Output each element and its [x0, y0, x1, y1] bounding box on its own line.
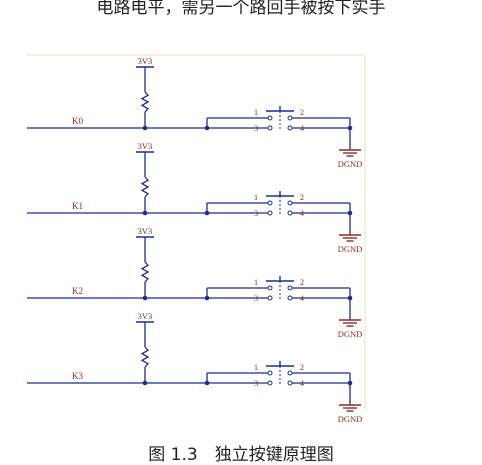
pin-label: 1	[254, 108, 258, 117]
power-label: 3V3	[138, 311, 153, 321]
pullup-resistor	[140, 91, 150, 113]
pin-label: 1	[254, 363, 258, 372]
ground-label: DGND	[338, 159, 363, 169]
pin-label: 1	[254, 193, 258, 202]
ground-label: DGND	[338, 244, 363, 254]
ground-symbol: DGND	[338, 213, 363, 254]
ground-label: DGND	[338, 414, 363, 424]
power-label: 3V3	[138, 56, 153, 66]
power-label: 3V3	[138, 226, 153, 236]
pullup-resistor	[140, 261, 150, 283]
pin-label: 4	[300, 379, 304, 388]
ground-symbol: DGND	[338, 383, 363, 424]
switch-contact	[267, 285, 273, 291]
pin-label: 3	[254, 294, 258, 303]
push-button-switch: 1 2 3 4	[204, 191, 353, 218]
switch-contact	[267, 380, 273, 386]
switch-contact	[267, 125, 273, 131]
pin-label: 1	[254, 278, 258, 287]
pullup-resistor	[140, 176, 150, 198]
pin-label: 3	[254, 209, 258, 218]
key-label: K2	[72, 286, 83, 296]
pin-label: 4	[300, 294, 304, 303]
switch-contact	[267, 370, 273, 376]
pin-label: 4	[300, 124, 304, 133]
pin-label: 3	[254, 124, 258, 133]
switch-contact	[287, 380, 293, 386]
junction-dot	[142, 125, 148, 131]
key-label: K3	[72, 371, 83, 381]
ground-symbol: DGND	[338, 298, 363, 339]
pin-label: 2	[300, 363, 304, 372]
switch-contact	[267, 210, 273, 216]
switch-contact	[287, 210, 293, 216]
pin-label: 2	[300, 108, 304, 117]
switch-contact	[287, 200, 293, 206]
pin-label: 2	[300, 193, 304, 202]
ground-label: DGND	[338, 329, 363, 339]
junction-dot	[142, 380, 148, 386]
switch-contact	[287, 285, 293, 291]
switch-contact	[287, 370, 293, 376]
switch-contact	[287, 115, 293, 121]
pin-label: 3	[254, 379, 258, 388]
pullup-resistor	[140, 346, 150, 368]
switch-contact	[267, 295, 273, 301]
push-button-switch: 1 2 3 4	[204, 276, 353, 303]
push-button-switch: 1 2 3 4	[204, 106, 353, 133]
push-button-switch: 1 2 3 4	[204, 361, 353, 388]
key-label: K0	[72, 116, 83, 126]
figure-caption: 图 1.3 独立按键原理图	[148, 445, 334, 465]
switch-contact	[287, 125, 293, 131]
key-label: K1	[72, 201, 83, 211]
junction-dot	[142, 295, 148, 301]
power-label: 3V3	[138, 141, 153, 151]
switch-contact	[267, 200, 273, 206]
cropped-top-text: 电路电平，需另一个路回手被按下实手	[96, 0, 386, 18]
switch-contact	[267, 115, 273, 121]
switch-contact	[287, 295, 293, 301]
junction-dot	[142, 210, 148, 216]
ground-symbol: DGND	[338, 128, 363, 169]
pin-label: 2	[300, 278, 304, 287]
pin-label: 4	[300, 209, 304, 218]
